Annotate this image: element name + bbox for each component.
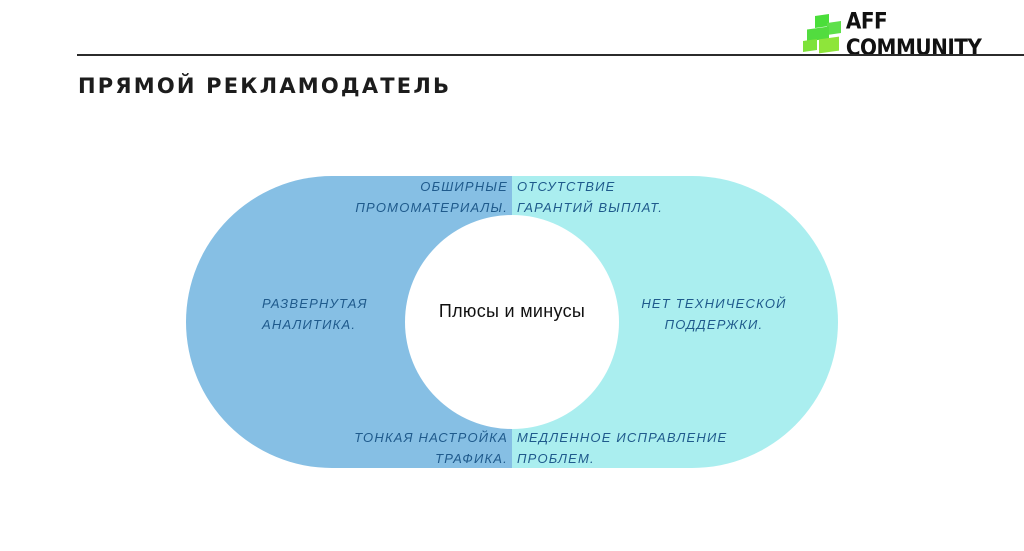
page-title: ПРЯМОЙ РЕКЛАМОДАТЕЛЬ bbox=[78, 74, 452, 98]
center-circle: Плюсы и минусы bbox=[405, 215, 619, 429]
center-label: Плюсы и минусы bbox=[438, 300, 586, 321]
con-item-line: НЕТ ТЕХНИЧЕСКОЙ bbox=[641, 296, 787, 311]
con-item-line: МЕДЛЕННОЕ ИСПРАВЛЕНИЕ bbox=[517, 430, 728, 445]
pro-item-line: ОБШИРНЫЕ bbox=[420, 179, 508, 194]
pros-cons-diagram: Плюсы и минусы ОБШИРНЫЕ ПРОМОМАТЕРИАЛЫ. … bbox=[186, 176, 838, 468]
pro-item-line: ПРОМОМАТЕРИАЛЫ. bbox=[355, 200, 508, 215]
brand-logo: AFF COMMUNITY bbox=[803, 7, 1024, 61]
con-item-support: НЕТ ТЕХНИЧЕСКОЙ ПОДДЕРЖКИ. bbox=[640, 293, 788, 335]
pro-item-line: АНАЛИТИКА. bbox=[262, 317, 357, 332]
header-divider bbox=[77, 54, 1024, 56]
logo-text: AFF COMMUNITY bbox=[845, 7, 982, 61]
logo-mark-icon bbox=[803, 14, 842, 54]
pro-item-line: ТОНКАЯ НАСТРОЙКА bbox=[354, 430, 508, 445]
con-item-line: ПОДДЕРЖКИ. bbox=[664, 317, 764, 332]
pro-item-analytics: РАЗВЕРНУТАЯ АНАЛИТИКА. bbox=[262, 293, 368, 335]
con-item-line: ПРОБЛЕМ. bbox=[517, 451, 595, 466]
pro-item-promo: ОБШИРНЫЕ ПРОМОМАТЕРИАЛЫ. bbox=[355, 176, 508, 218]
pro-item-line: РАЗВЕРНУТАЯ bbox=[262, 296, 368, 311]
pro-item-traffic: ТОНКАЯ НАСТРОЙКА ТРАФИКА. bbox=[354, 427, 508, 469]
con-item-line: ГАРАНТИЙ ВЫПЛАТ. bbox=[517, 200, 664, 215]
con-item-payouts: ОТСУТСТВИЕ ГАРАНТИЙ ВЫПЛАТ. bbox=[517, 176, 663, 218]
pro-item-line: ТРАФИКА. bbox=[435, 451, 508, 466]
con-item-line: ОТСУТСТВИЕ bbox=[517, 179, 616, 194]
con-item-fixes: МЕДЛЕННОЕ ИСПРАВЛЕНИЕ ПРОБЛЕМ. bbox=[517, 427, 727, 469]
